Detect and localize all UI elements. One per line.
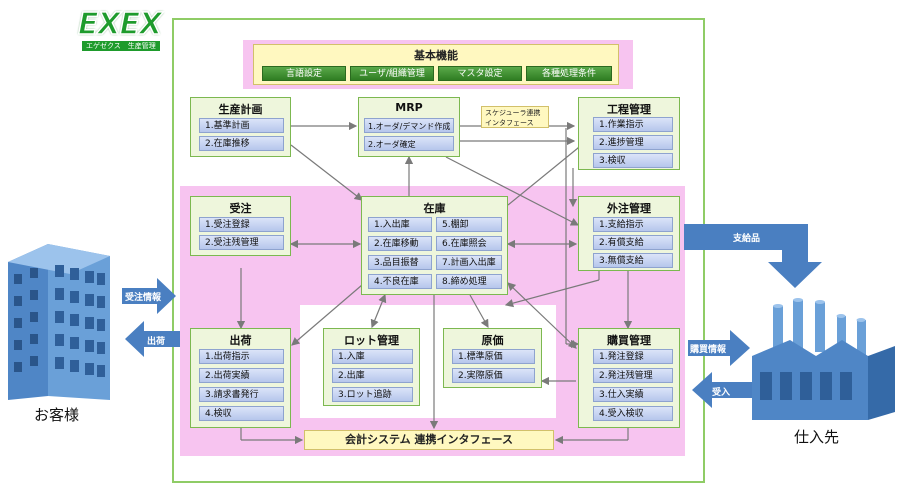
purchasing-module[interactable]: 購買管理 1.発注登録 2.発注残管理 3.仕入実績 4.受入検収: [578, 328, 680, 428]
module-title: 工程管理: [607, 103, 651, 116]
module-item[interactable]: 4.検収: [199, 406, 284, 421]
user-org-management-item[interactable]: ユーザ/組織管理: [350, 66, 434, 81]
module-item[interactable]: 2.受注残管理: [199, 235, 284, 250]
cost-module[interactable]: 原価 1.標準原価 2.実際原価: [443, 328, 542, 388]
module-item[interactable]: 7.計画入出庫: [436, 255, 502, 270]
module-item[interactable]: 1.入庫: [332, 349, 413, 364]
module-title: 受注: [229, 202, 252, 215]
receiving-label: 受入: [712, 388, 731, 398]
module-item[interactable]: 2.出庫: [332, 368, 413, 383]
module-item[interactable]: 2.オーダ確定: [364, 136, 454, 151]
module-item[interactable]: 1.標準原価: [452, 349, 535, 364]
module-item[interactable]: 3.検収: [593, 153, 673, 168]
module-title: 外注管理: [607, 202, 651, 215]
processing-conditions-item[interactable]: 各種処理条件: [526, 66, 612, 81]
module-item[interactable]: 1.支給指示: [593, 217, 673, 232]
logo-subtitle: エゲゼクス 生産管理: [82, 41, 160, 51]
production-planning-module[interactable]: 生産計画 1.基準計画 2.在庫推移: [190, 97, 291, 157]
module-item[interactable]: 2.進捗管理: [593, 135, 673, 150]
module-item[interactable]: 4.受入検収: [593, 406, 673, 421]
inventory-module[interactable]: 在庫 1.入出庫 2.在庫移動 3.品目振替 4.不良在庫 5.棚卸 6.在庫照…: [361, 196, 508, 295]
module-title: 原価: [481, 334, 504, 347]
supplier-factory-icon: [752, 298, 895, 420]
customer-label: お客様: [34, 406, 80, 424]
module-title: 出荷: [229, 334, 252, 347]
module-title: ロット管理: [344, 334, 399, 347]
mrp-module[interactable]: MRP 1.オーダ/デマンド作成 2.オーダ確定: [358, 97, 460, 157]
module-item[interactable]: 8.締め処理: [436, 274, 502, 289]
module-item[interactable]: 1.入出庫: [368, 217, 432, 232]
order-receiving-module[interactable]: 受注 1.受注登録 2.受注残管理: [190, 196, 291, 256]
process-management-module[interactable]: 工程管理 1.作業指示 2.進捗管理 3.検収: [578, 97, 680, 170]
master-settings-item[interactable]: マスタ設定: [438, 66, 522, 81]
module-item[interactable]: 2.在庫移動: [368, 236, 432, 251]
order-info-label: 受注情報: [125, 293, 162, 303]
scheduler-interface[interactable]: スケジューラ連携 インタフェース: [481, 106, 549, 128]
outsourcing-module[interactable]: 外注管理 1.支給指示 2.有償支給 3.無償支給: [578, 196, 680, 271]
module-item[interactable]: 2.有償支給: [593, 235, 673, 250]
language-settings-item[interactable]: 言語設定: [262, 66, 346, 81]
module-item[interactable]: 2.発注残管理: [593, 368, 673, 383]
supplier-label: 仕入先: [794, 428, 840, 446]
scheduler-line-1: スケジューラ連携: [485, 109, 541, 117]
base-functions-title: 基本機能: [414, 49, 458, 62]
logo-wordmark: EXEX: [77, 7, 163, 43]
module-item[interactable]: 3.仕入実績: [593, 387, 673, 402]
module-item[interactable]: 1.受注登録: [199, 217, 284, 232]
module-item[interactable]: 2.実際原価: [452, 368, 535, 383]
module-item[interactable]: 3.無償支給: [593, 253, 673, 268]
lot-management-module[interactable]: ロット管理 1.入庫 2.出庫 3.ロット追跡: [323, 328, 420, 406]
shipment-label: 出荷: [147, 337, 166, 347]
module-item[interactable]: 1.オーダ/デマンド作成: [364, 118, 454, 133]
module-title: 生産計画: [218, 103, 263, 116]
module-item[interactable]: 1.発注登録: [593, 349, 673, 364]
exex-logo: EXEX エゲゼクス 生産管理: [64, 7, 214, 52]
module-item[interactable]: 6.在庫照会: [436, 236, 502, 251]
module-item[interactable]: 3.ロット追跡: [332, 387, 413, 402]
module-item[interactable]: 4.不良在庫: [368, 274, 432, 289]
scheduler-line-2: インタフェース: [485, 119, 534, 127]
module-title: 在庫: [423, 202, 446, 215]
module-title: 購買管理: [607, 334, 651, 347]
shipping-module[interactable]: 出荷 1.出荷指示 2.出荷実績 3.請求書発行 4.検収: [190, 328, 291, 428]
module-item[interactable]: 3.請求書発行: [199, 387, 284, 402]
module-item[interactable]: 2.出荷実績: [199, 368, 284, 383]
customer-building-icon: [8, 244, 110, 400]
module-item[interactable]: 1.基準計画: [199, 118, 284, 133]
accounting-interface[interactable]: 会計システム 連携インタフェース: [304, 430, 554, 450]
module-item[interactable]: 3.品目振替: [368, 255, 432, 270]
module-item[interactable]: 2.在庫推移: [199, 136, 284, 151]
purchase-info-label: 購買情報: [690, 345, 727, 355]
module-title: MRP: [395, 101, 423, 114]
module-item[interactable]: 1.作業指示: [593, 117, 673, 132]
module-item[interactable]: 1.出荷指示: [199, 349, 284, 364]
module-item[interactable]: 5.棚卸: [436, 217, 502, 232]
base-functions-module[interactable]: 基本機能 言語設定 ユーザ/組織管理 マスタ設定 各種処理条件: [253, 44, 619, 85]
supplied-goods-label: 支給品: [733, 234, 761, 244]
